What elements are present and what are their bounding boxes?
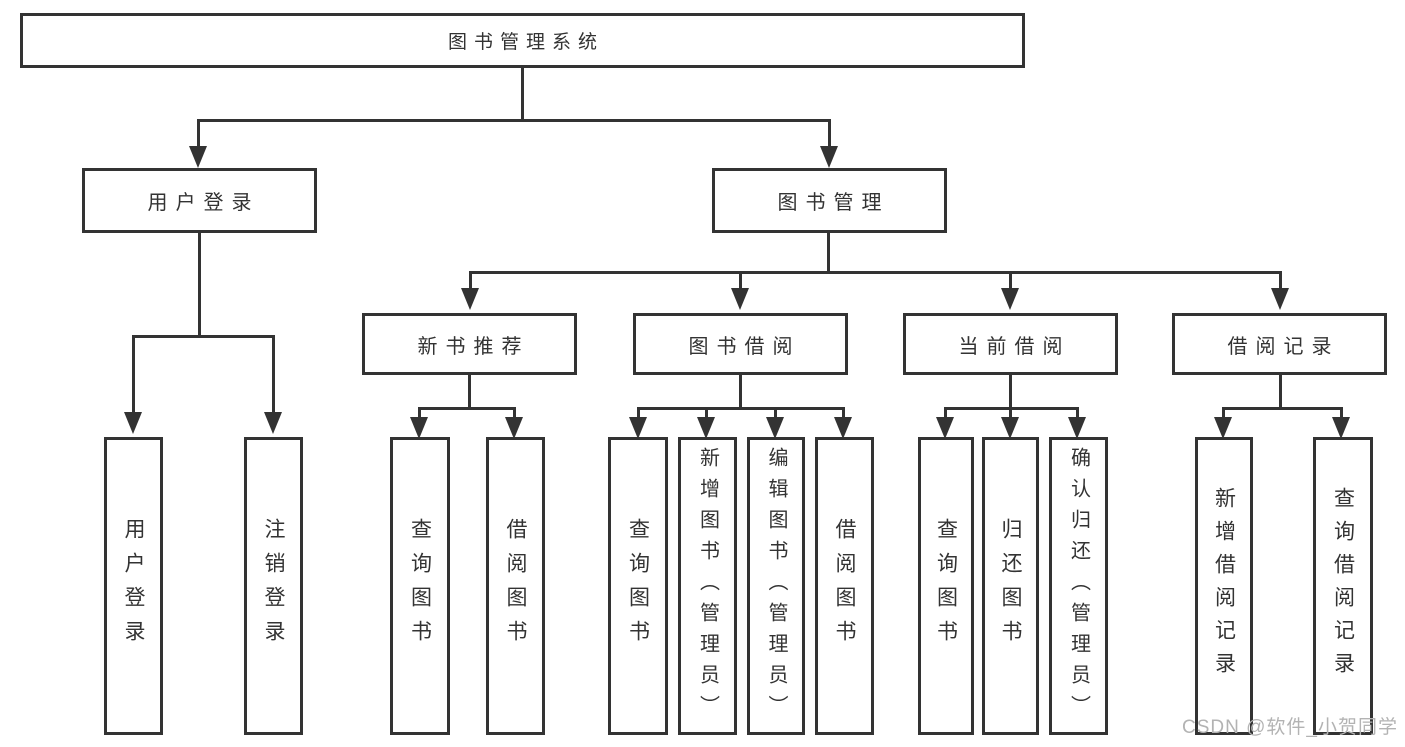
arrowhead <box>697 417 715 439</box>
leaf-label: 新增图书（管理员） <box>696 446 719 726</box>
connector-arrow <box>944 407 947 420</box>
node-label: 新书推荐 <box>417 335 530 358</box>
arrowhead <box>936 417 954 439</box>
node-label: 图书借阅 <box>688 335 801 358</box>
leaf-label: 查询图书 <box>626 518 650 654</box>
connector-arrow-book-borrow <box>739 271 742 291</box>
arrowhead-book-borrow <box>731 288 749 310</box>
leaf-edit-books-admin: 编辑图书（管理员） <box>747 437 805 735</box>
connector-arrow <box>1340 407 1343 420</box>
arrowhead-current-borrow <box>1001 288 1019 310</box>
leaf-logout: 注销登录 <box>244 437 303 735</box>
connector-book-borrow-stub <box>739 375 742 409</box>
arrowhead <box>410 417 428 439</box>
connector-borrow-records-stub <box>1279 375 1282 409</box>
leaf-label: 用户登录 <box>122 518 145 654</box>
node-label: 图书管理 <box>777 192 890 214</box>
connector-arrow <box>1009 407 1012 420</box>
leaf-borrow-query-books: 查询图书 <box>608 437 668 735</box>
leaf-confirm-return-admin: 确认归还（管理员） <box>1049 437 1108 735</box>
leaf-recommend-query-books: 查询图书 <box>390 437 450 735</box>
connector-arrow-book-management <box>828 119 831 149</box>
arrowhead-leaf-login <box>124 412 142 434</box>
node-label: 用户登录 <box>147 192 260 214</box>
leaf-label: 查询图书 <box>934 518 958 654</box>
connector-user-login-rail <box>132 335 275 338</box>
node-new-book-recommend: 新书推荐 <box>362 313 577 375</box>
node-label: 借阅记录 <box>1227 335 1340 358</box>
arrowhead <box>834 417 852 439</box>
connector-arrow-user-login <box>197 119 200 149</box>
connector-borrow-records-rail <box>1222 407 1343 410</box>
connector-user-login-stub <box>198 233 201 338</box>
connector-arrow <box>705 407 708 420</box>
connector-current-borrow-stub <box>1009 375 1012 409</box>
leaf-current-query-books: 查询图书 <box>918 437 974 735</box>
arrowhead-book-management <box>820 146 838 168</box>
arrowhead <box>629 417 647 439</box>
arrowhead-user-login <box>189 146 207 168</box>
arrowhead <box>1001 417 1019 439</box>
connector-recommend-stub <box>468 375 471 409</box>
connector-arrow-new-book <box>469 271 472 291</box>
leaf-label: 注销登录 <box>262 518 285 654</box>
connector-arrow-leaf-logout <box>272 335 275 415</box>
leaf-label: 确认归还（管理员） <box>1067 446 1090 726</box>
node-borrow-records: 借阅记录 <box>1172 313 1387 375</box>
arrowhead <box>766 417 784 439</box>
leaf-add-books-admin: 新增图书（管理员） <box>678 437 737 735</box>
connector-arrow <box>637 407 640 420</box>
leaf-label: 查询图书 <box>408 518 432 654</box>
connector-arrow <box>513 407 516 420</box>
connector-book-borrow-rail <box>637 407 845 410</box>
connector-arrow-leaf-login <box>132 335 135 415</box>
leaf-return-books: 归还图书 <box>982 437 1039 735</box>
connector-root-stub <box>521 66 524 119</box>
arrowhead <box>1214 417 1232 439</box>
arrowhead <box>1068 417 1086 439</box>
node-label: 图书管理系统 <box>447 32 604 53</box>
leaf-label: 归还图书 <box>999 518 1022 654</box>
csdn-watermark: CSDN @软件_小贺同学 <box>1182 717 1398 738</box>
node-book-management: 图书管理 <box>712 168 947 233</box>
leaf-label: 新增借阅记录 <box>1212 487 1236 685</box>
arrowhead-new-book <box>461 288 479 310</box>
node-book-borrow: 图书借阅 <box>633 313 848 375</box>
leaf-add-borrow-record: 新增借阅记录 <box>1195 437 1253 735</box>
connector-recommend-rail <box>418 407 516 410</box>
connector-arrow <box>1076 407 1079 420</box>
node-user-login: 用户登录 <box>82 168 317 233</box>
connector-level2-rail <box>197 119 831 122</box>
arrowhead <box>1332 417 1350 439</box>
connector-arrow <box>842 407 845 420</box>
arrowhead-leaf-logout <box>264 412 282 434</box>
node-current-borrow: 当前借阅 <box>903 313 1118 375</box>
node-label: 当前借阅 <box>958 335 1071 358</box>
connector-level3-rail <box>469 271 1282 274</box>
connector-book-management-stub <box>827 233 830 274</box>
connector-arrow <box>1222 407 1225 420</box>
leaf-recommend-borrow-books: 借阅图书 <box>486 437 545 735</box>
arrowhead <box>505 417 523 439</box>
node-library-management-system: 图书管理系统 <box>20 13 1025 68</box>
leaf-label: 借阅图书 <box>504 518 527 654</box>
connector-arrow-current-borrow <box>1009 271 1012 291</box>
leaf-label: 编辑图书（管理员） <box>765 446 787 726</box>
leaf-user-login: 用户登录 <box>104 437 163 735</box>
leaf-borrow-books: 借阅图书 <box>815 437 874 735</box>
connector-arrow <box>774 407 777 420</box>
arrowhead-borrow-records <box>1271 288 1289 310</box>
leaf-query-borrow-record: 查询借阅记录 <box>1313 437 1373 735</box>
connector-arrow-borrow-records <box>1279 271 1282 291</box>
connector-arrow <box>418 407 421 420</box>
leaf-label: 查询借阅记录 <box>1331 487 1355 685</box>
leaf-label: 借阅图书 <box>833 518 856 654</box>
